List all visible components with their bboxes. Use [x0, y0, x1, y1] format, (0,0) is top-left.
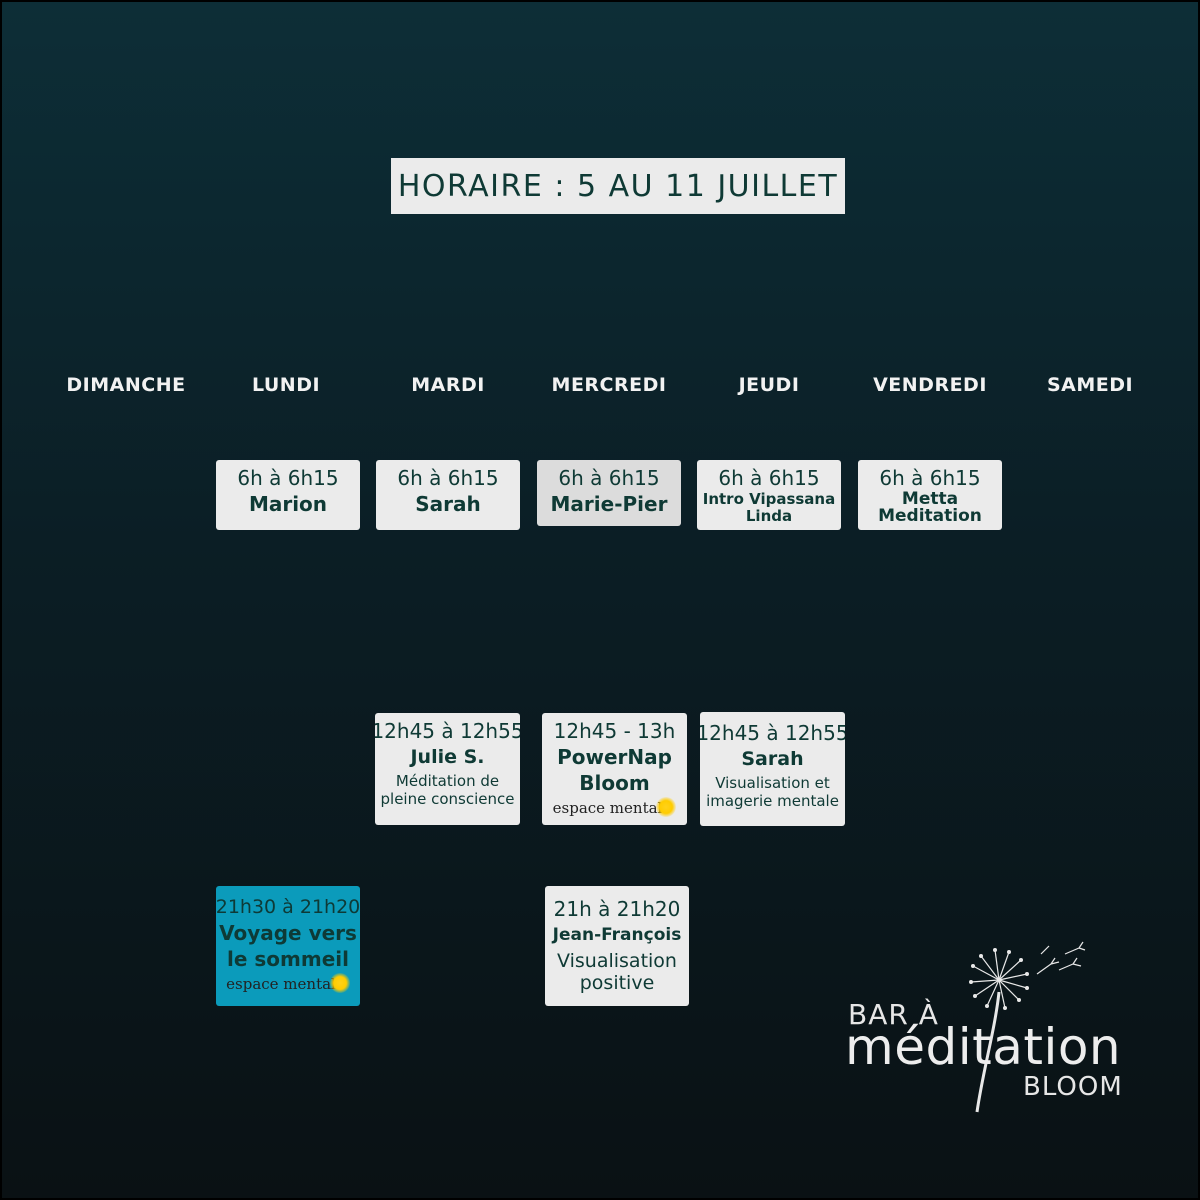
dandelion-icon — [969, 941, 1086, 1113]
session-time: 6h à 6h15 — [237, 466, 339, 490]
session-card-wednesday-evening[interactable]: 21h à 21h20 Jean-François Visualisation … — [545, 886, 689, 1006]
session-name: PowerNap — [557, 745, 672, 769]
day-monday: LUNDI — [251, 374, 321, 396]
session-time: 12h45 à 12h55 — [375, 719, 520, 743]
logo-text-bar: BAR À — [848, 998, 939, 1031]
espace-mental-logo: espace mental — [226, 973, 350, 995]
session-name: Voyage vers — [219, 921, 357, 945]
bar-a-meditation-bloom-logo: BAR À méditation BLOOM — [845, 940, 1145, 1120]
session-name: Metta — [901, 489, 959, 509]
session-description-line2: positive — [579, 972, 655, 994]
day-thursday: JEUDI — [738, 374, 800, 396]
logo-text-bloom: BLOOM — [1023, 1072, 1123, 1102]
day-sunday: DIMANCHE — [66, 374, 186, 396]
session-card-monday-evening[interactable]: 21h30 à 21h20 Voyage vers le sommeil esp… — [216, 886, 360, 1006]
session-card-tuesday-morning[interactable]: 6h à 6h15 Sarah — [376, 460, 520, 530]
session-name: Jean-François — [552, 925, 682, 945]
session-time: 6h à 6h15 — [558, 466, 660, 490]
session-name: Sarah — [415, 492, 481, 516]
session-description: Méditation de — [395, 772, 500, 790]
day-friday: VENDREDI — [873, 374, 987, 396]
session-card-wednesday-noon[interactable]: 12h45 - 13h PowerNap Bloom espace mental — [542, 713, 687, 825]
session-card-monday-morning[interactable]: 6h à 6h15 Marion — [216, 460, 360, 530]
session-card-friday-morning[interactable]: 6h à 6h15 Metta Meditation — [858, 460, 1002, 530]
session-description-line2: pleine conscience — [380, 790, 515, 808]
session-name: Marion — [248, 492, 328, 516]
session-card-thursday-noon[interactable]: 12h45 à 12h55 Sarah Visualisation et ima… — [700, 712, 845, 826]
session-time: 21h à 21h20 — [553, 897, 681, 921]
session-instructor: Linda — [745, 507, 793, 525]
logo-text-meditation: méditation — [845, 1018, 1122, 1076]
session-description: Visualisation et — [715, 774, 830, 792]
session-name: Marie-Pier — [550, 492, 668, 516]
session-card-wednesday-morning[interactable]: 6h à 6h15 Marie-Pier — [537, 460, 681, 526]
sun-icon — [329, 973, 350, 993]
session-card-tuesday-noon[interactable]: 12h45 à 12h55 Julie S. Méditation de ple… — [375, 713, 520, 825]
session-time: 6h à 6h15 — [879, 466, 981, 490]
session-name-line2: Bloom — [579, 771, 650, 795]
day-saturday: SAMEDI — [1046, 374, 1134, 396]
session-time: 12h45 à 12h55 — [700, 721, 845, 745]
sun-icon — [656, 797, 677, 817]
session-time: 12h45 - 13h — [553, 719, 676, 743]
session-time: 6h à 6h15 — [718, 466, 820, 490]
session-description-line2: imagerie mentale — [706, 792, 839, 810]
session-name-line2: Meditation — [878, 506, 982, 526]
session-name: Julie S. — [410, 746, 485, 768]
page-title: HORAIRE : 5 AU 11 JUILLET — [391, 158, 845, 214]
session-name: Intro Vipassana — [702, 490, 836, 508]
session-time: 21h30 à 21h20 — [216, 896, 360, 918]
day-tuesday: MARDI — [411, 374, 485, 396]
session-card-thursday-morning[interactable]: 6h à 6h15 Intro Vipassana Linda — [697, 460, 841, 530]
espace-mental-logo: espace mental — [553, 797, 677, 819]
session-time: 6h à 6h15 — [397, 466, 499, 490]
day-wednesday: MERCREDI — [551, 374, 667, 396]
session-name: Sarah — [741, 748, 804, 770]
session-name-line2: le sommeil — [227, 947, 349, 971]
session-description: Visualisation — [557, 950, 677, 972]
